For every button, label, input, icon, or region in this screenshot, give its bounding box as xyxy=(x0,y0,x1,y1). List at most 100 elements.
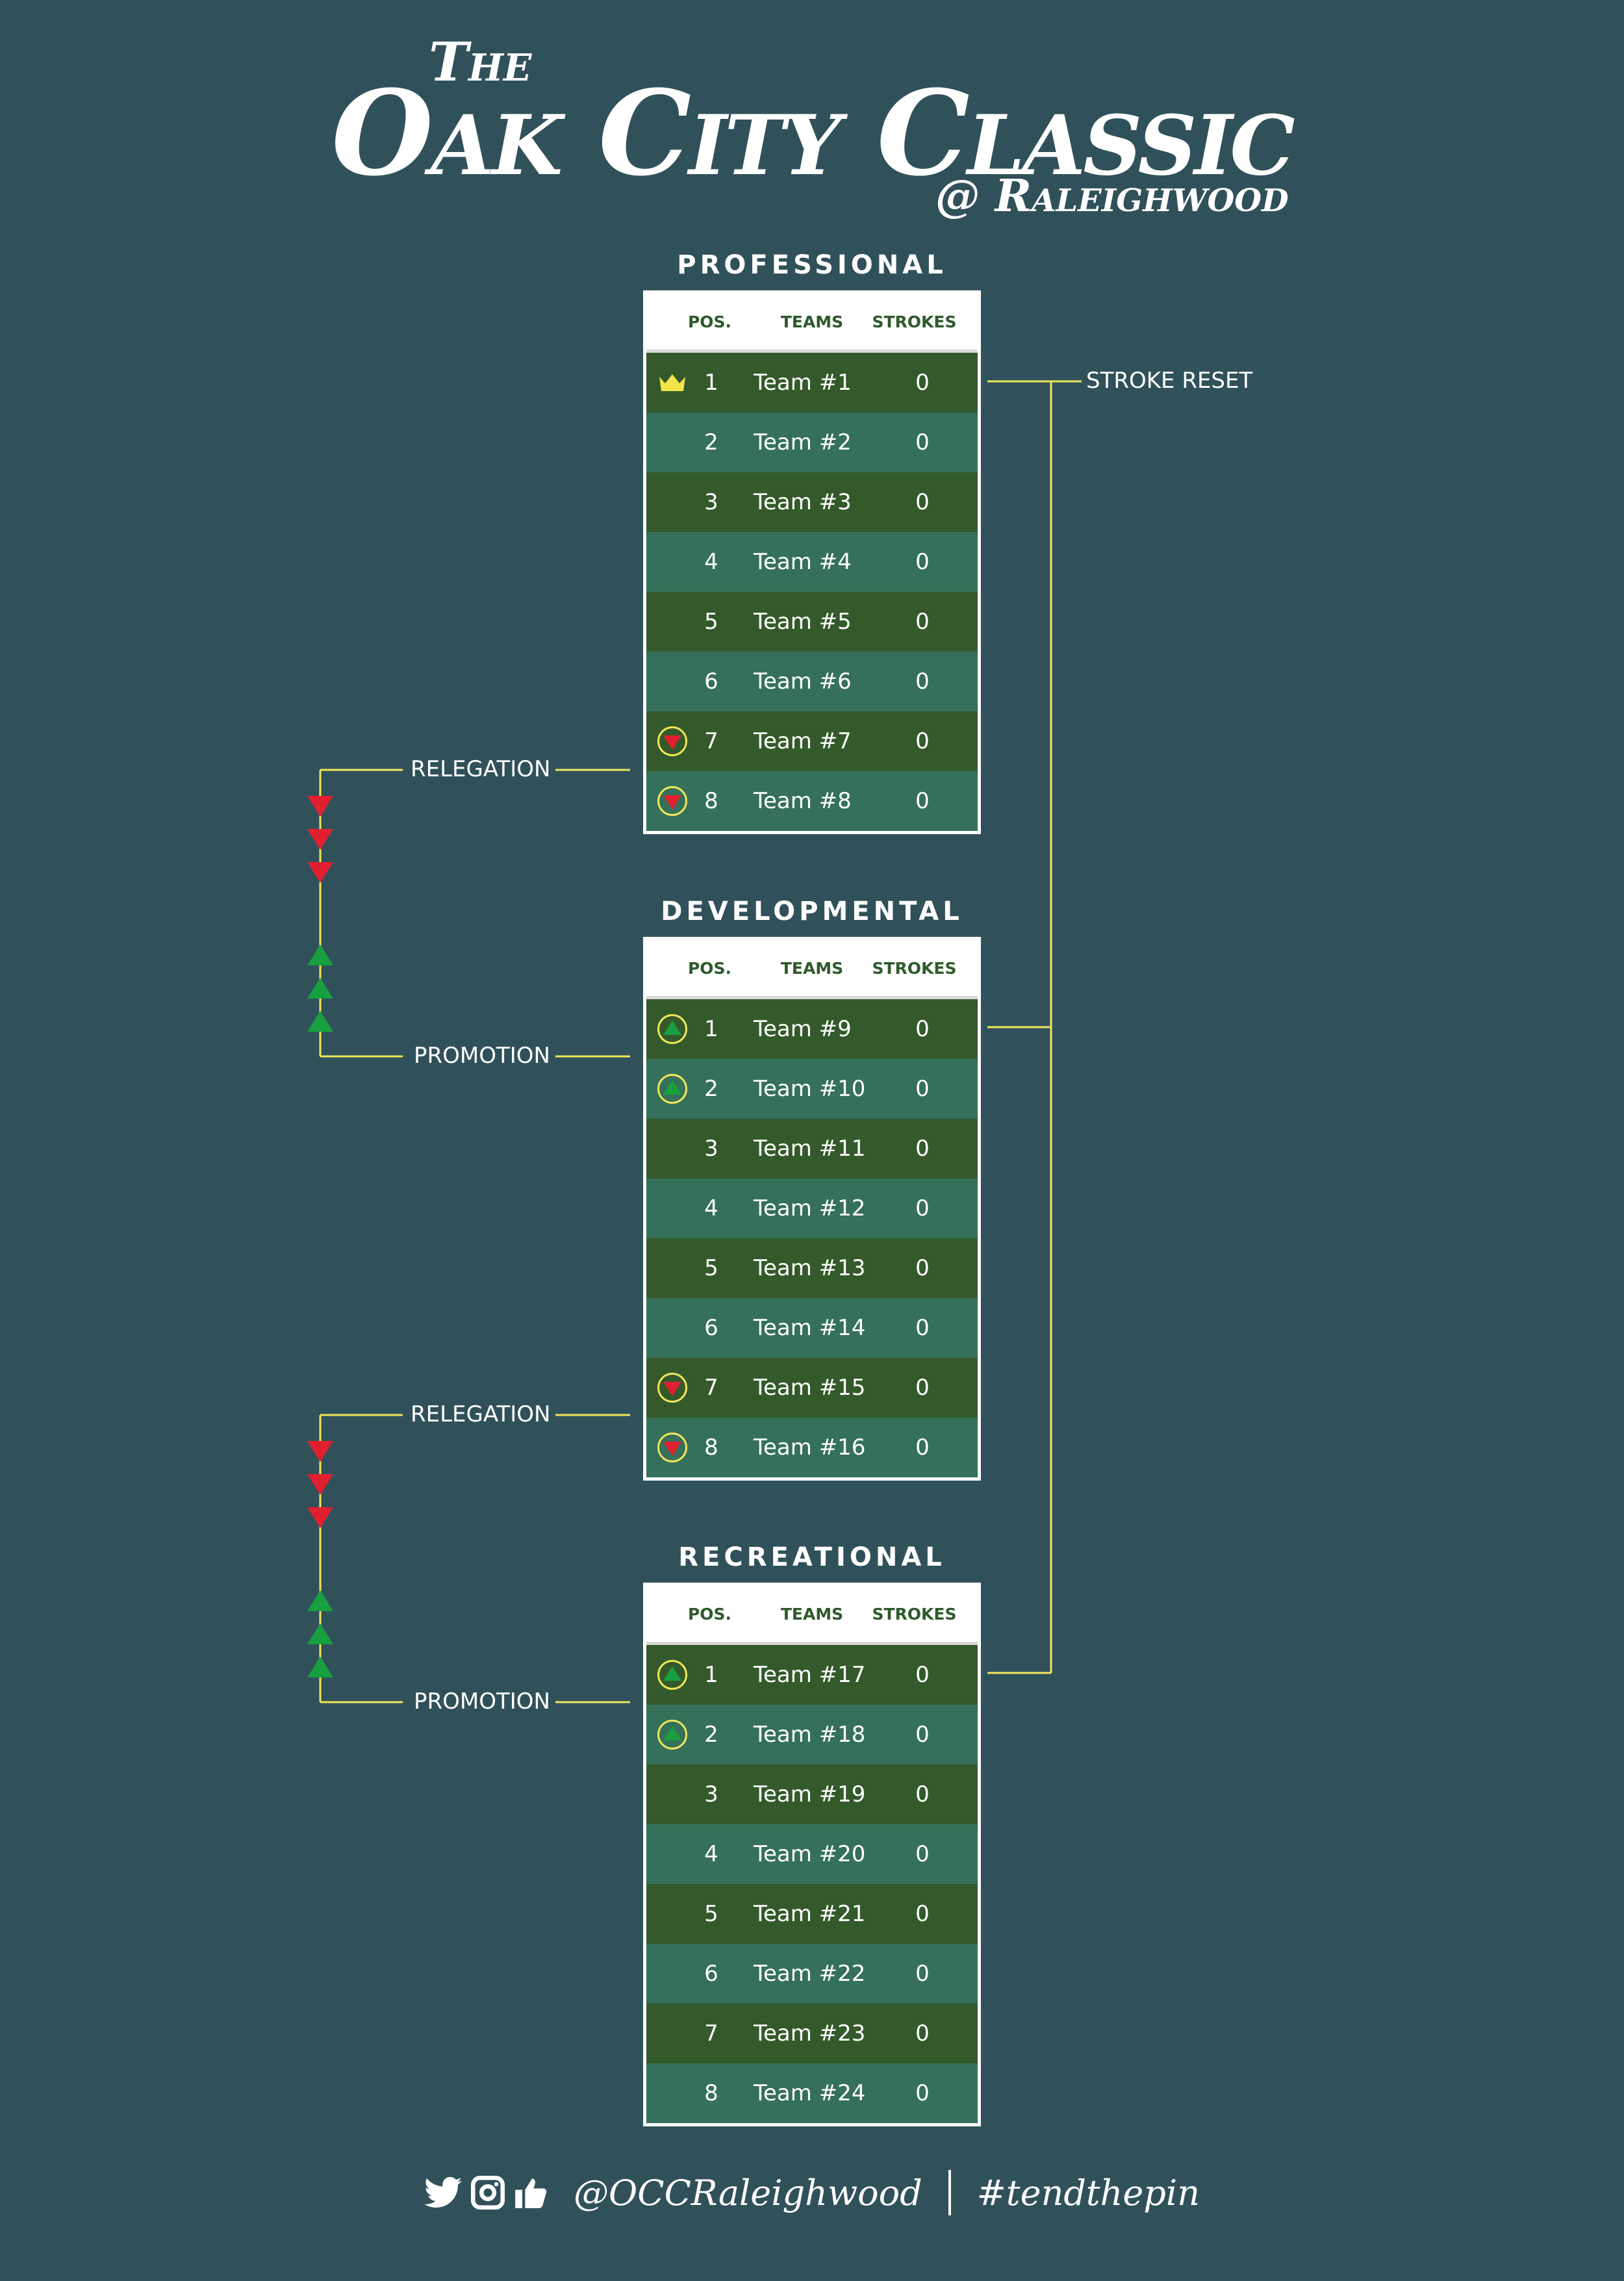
row-strokes: 0 xyxy=(915,669,930,694)
table-row[interactable]: 4 Team #20 0 xyxy=(646,1824,978,1884)
row-team-name: Team #13 xyxy=(754,1255,866,1281)
row-team-name: Team #5 xyxy=(754,609,852,635)
relegation-label-2: RELEGATION xyxy=(411,1401,551,1427)
row-position: 1 xyxy=(704,1662,718,1688)
row-team-name: Team #8 xyxy=(754,788,852,814)
row-team-name: Team #2 xyxy=(754,429,852,455)
promotion-label-1: PROMOTION xyxy=(414,1043,550,1069)
row-strokes: 0 xyxy=(915,370,930,396)
row-position: 2 xyxy=(704,1076,718,1102)
footer-divider xyxy=(948,2170,951,2215)
header-strokes: STROKES xyxy=(872,958,957,978)
row-strokes: 0 xyxy=(915,429,930,455)
row-position: 8 xyxy=(704,1434,718,1460)
row-team-name: Team #10 xyxy=(754,1076,866,1102)
row-strokes: 0 xyxy=(915,1375,930,1401)
hashtag[interactable]: #tendthepin xyxy=(976,2172,1200,2213)
division-title: DEVELOPMENTAL xyxy=(661,897,963,926)
promotion-icon xyxy=(646,1014,698,1044)
row-team-name: Team #14 xyxy=(754,1315,866,1341)
row-strokes: 0 xyxy=(915,1961,930,1987)
row-strokes: 0 xyxy=(915,728,930,754)
row-team-name: Team #9 xyxy=(754,1016,852,1042)
row-strokes: 0 xyxy=(915,1722,930,1748)
row-team-name: Team #21 xyxy=(754,1901,866,1927)
division-title: RECREATIONAL xyxy=(678,1542,946,1572)
row-position: 3 xyxy=(704,1781,718,1807)
header-strokes: STROKES xyxy=(872,312,957,331)
row-team-name: Team #7 xyxy=(754,728,852,754)
header-pos: POS. xyxy=(687,958,732,978)
row-position: 4 xyxy=(704,549,718,575)
row-strokes: 0 xyxy=(915,2020,930,2046)
row-strokes: 0 xyxy=(915,1136,930,1162)
row-position: 3 xyxy=(704,489,718,515)
header-pos: POS. xyxy=(687,1604,732,1624)
thumbs-up-icon[interactable] xyxy=(514,2176,548,2210)
row-position: 2 xyxy=(704,429,718,455)
row-strokes: 0 xyxy=(915,2080,930,2106)
table-row[interactable]: 1 Team #17 0 xyxy=(646,1645,978,1705)
row-strokes: 0 xyxy=(915,1255,930,1281)
row-team-name: Team #18 xyxy=(754,1722,866,1748)
row-strokes: 0 xyxy=(915,489,930,515)
promotion-icon xyxy=(646,1660,698,1690)
row-strokes: 0 xyxy=(915,1662,930,1688)
relegation-arrows-2 xyxy=(307,1441,333,1528)
row-team-name: Team #20 xyxy=(754,1841,866,1867)
header-teams: TEAMS xyxy=(780,958,844,978)
row-team-name: Team #17 xyxy=(754,1662,866,1688)
row-team-name: Team #11 xyxy=(754,1136,866,1162)
row-position: 7 xyxy=(704,728,718,754)
row-team-name: Team #15 xyxy=(754,1375,866,1401)
promotion-label-2: PROMOTION xyxy=(414,1688,550,1714)
row-strokes: 0 xyxy=(915,1901,930,1927)
table-row[interactable]: 7 Team #7 0 xyxy=(646,711,978,771)
row-position: 4 xyxy=(704,1841,718,1867)
row-team-name: Team #12 xyxy=(754,1195,866,1221)
row-strokes: 0 xyxy=(915,788,930,814)
twitter-icon[interactable] xyxy=(424,2176,463,2209)
row-team-name: Team #4 xyxy=(754,549,852,575)
table-row[interactable]: 5 Team #13 0 xyxy=(646,1238,978,1298)
row-position: 5 xyxy=(704,1255,718,1281)
row-strokes: 0 xyxy=(915,1195,930,1221)
row-strokes: 0 xyxy=(915,1016,930,1042)
instagram-icon[interactable] xyxy=(471,2176,505,2210)
row-team-name: Team #19 xyxy=(754,1781,866,1807)
row-position: 2 xyxy=(704,1722,718,1748)
social-handle[interactable]: @OCCRaleighwood xyxy=(574,2172,922,2213)
row-position: 6 xyxy=(704,669,718,694)
row-strokes: 0 xyxy=(915,609,930,635)
table-row[interactable]: 2 Team #18 0 xyxy=(646,1705,978,1765)
row-strokes: 0 xyxy=(915,1841,930,1867)
row-team-name: Team #22 xyxy=(754,1961,866,1987)
relegation-label-1: RELEGATION xyxy=(411,756,551,782)
page-title: Oak City Classic xyxy=(331,65,1295,202)
table-row[interactable]: 2 Team #2 0 xyxy=(646,413,978,472)
